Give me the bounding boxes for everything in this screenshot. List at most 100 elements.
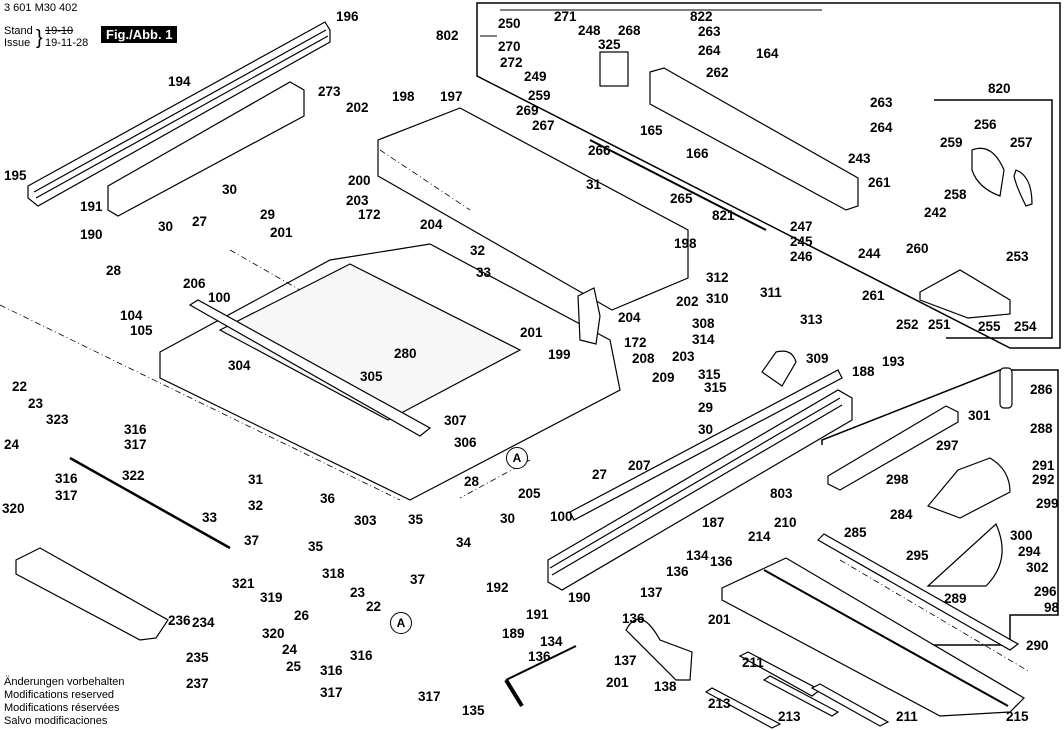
callout-316: 316 [55,471,78,486]
callout-198: 198 [674,236,697,251]
callout-312: 312 [706,270,729,285]
callout-28: 28 [106,263,122,278]
callout-23: 23 [28,396,44,411]
callout-203: 203 [672,349,695,364]
part-187-rail [547,389,853,591]
callout-134: 134 [686,548,709,563]
part-286-handle [999,367,1013,409]
callout-98: 98 [1044,600,1060,615]
callout-247: 247 [790,219,813,234]
callout-30: 30 [222,182,238,197]
callout-33: 33 [476,265,492,280]
callout-317: 317 [124,437,147,452]
callout-304: 304 [228,358,251,373]
callout-35: 35 [308,539,324,554]
callout-194: 194 [168,74,191,89]
callout-269: 269 [516,103,539,118]
callout-310: 310 [706,291,729,306]
callout-296: 296 [1034,584,1057,599]
callout-134: 134 [540,634,563,649]
callout-235: 235 [186,650,209,665]
callout-22: 22 [12,379,28,394]
callout-315: 315 [698,367,721,382]
issue-label: Issue [4,37,31,49]
part-268-block [599,51,629,87]
callout-286: 286 [1030,382,1053,397]
callout-289: 289 [944,591,967,606]
callout-307: 307 [444,413,467,428]
callout-318: 318 [322,566,345,581]
note-fr: Modifications réservées [4,702,120,714]
callout-244: 244 [858,246,881,261]
callout-320: 320 [2,501,25,516]
callout-322: 322 [122,468,145,483]
callout-297: 297 [936,438,959,453]
callout-260: 260 [906,241,929,256]
callout-302: 302 [1026,560,1049,575]
callout-24: 24 [282,642,298,657]
callout-35: 35 [408,512,424,527]
callout-25: 25 [286,659,302,674]
callout-319: 319 [260,590,283,605]
note-es: Salvo modificaciones [4,715,108,727]
callout-191: 191 [80,199,103,214]
callout-308: 308 [692,316,715,331]
part-284-miter-body [926,457,1011,519]
callout-309: 309 [806,351,829,366]
callout-24: 24 [4,437,20,452]
callout-317: 317 [320,685,343,700]
callout-213: 213 [778,709,801,724]
callout-264: 264 [698,43,721,58]
callout-215: 215 [1006,709,1029,724]
callout-36: 36 [320,491,336,506]
callout-201: 201 [270,225,293,240]
callout-295: 295 [906,548,929,563]
callout-201: 201 [708,612,731,627]
callout-202: 202 [346,100,369,115]
callout-256: 256 [974,117,997,132]
callout-249: 249 [524,69,547,84]
callout-820: 820 [988,81,1011,96]
callout-190: 190 [80,227,103,242]
callout-314: 314 [692,332,715,347]
callout-317: 317 [55,488,78,503]
stand-label: Stand [4,25,33,37]
callout-211: 211 [896,709,918,724]
stand-value: 19-10 [45,25,74,37]
callout-37: 37 [244,533,260,548]
callout-250: 250 [498,16,521,31]
callout-323: 323 [46,412,69,427]
callout-190: 190 [568,590,591,605]
callout-315: 315 [704,380,727,395]
part-257-cover [1013,169,1033,207]
part-234-plate [15,547,169,641]
callout-172: 172 [624,335,647,350]
callout-210: 210 [774,515,797,530]
callout-271: 271 [554,9,577,24]
callout-165: 165 [640,123,663,138]
callout-201: 201 [606,675,629,690]
callout-137: 137 [640,585,663,600]
callout-105: 105 [130,323,153,338]
callout-236: 236 [168,613,191,628]
callout-306: 306 [454,435,477,450]
callout-268: 268 [618,23,641,38]
callout-253: 253 [1006,249,1029,264]
callout-206: 206 [183,276,206,291]
callout-257: 257 [1010,135,1033,150]
callout-290: 290 [1026,638,1049,653]
modification-notes: Änderungen vorbehalten Modifications res… [4,676,124,728]
callout-201: 201 [520,325,543,340]
callout-200: 200 [348,173,371,188]
callout-252: 252 [896,317,919,332]
callout-202: 202 [676,294,699,309]
callout-266: 266 [588,143,611,158]
callout-188: 188 [852,364,875,379]
callout-234: 234 [192,615,215,630]
callout-272: 272 [500,55,523,70]
part-242-bracket [919,269,1011,319]
callout-325: 325 [598,37,621,52]
callout-288: 288 [1030,421,1053,436]
callout-209: 209 [652,370,675,385]
